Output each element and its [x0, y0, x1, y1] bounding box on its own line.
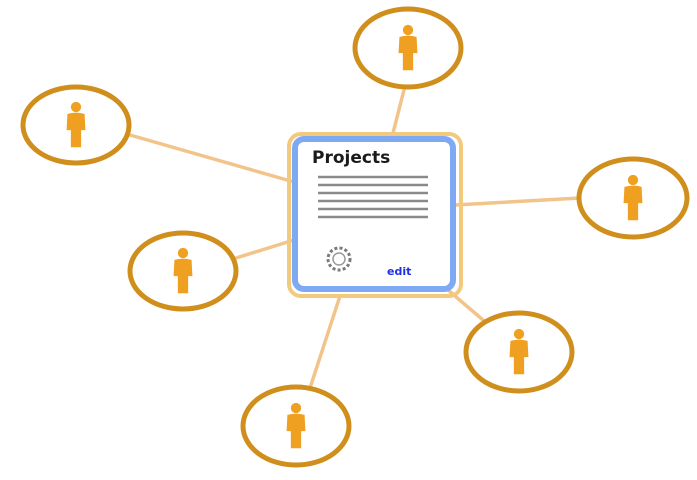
gear-icon[interactable] [326, 246, 352, 272]
connector-right [453, 196, 582, 207]
user-node-lower-right[interactable] [463, 310, 575, 394]
user-node-bottom[interactable] [240, 384, 352, 468]
edit-link[interactable]: edit [387, 265, 411, 278]
document-text-lines [318, 175, 428, 219]
projects-document-card[interactable]: Projects edit [287, 132, 463, 298]
user-node-mid-left[interactable] [127, 230, 239, 312]
document-title: Projects [312, 148, 390, 168]
user-node-top[interactable] [352, 6, 464, 90]
connector-upper-left [128, 133, 296, 184]
connector-mid-left [234, 238, 296, 260]
connector-bottom [308, 294, 342, 390]
user-node-right[interactable] [576, 156, 690, 240]
card-shadow [287, 132, 463, 298]
user-node-upper-left[interactable] [20, 84, 132, 166]
connector-top [390, 84, 407, 139]
